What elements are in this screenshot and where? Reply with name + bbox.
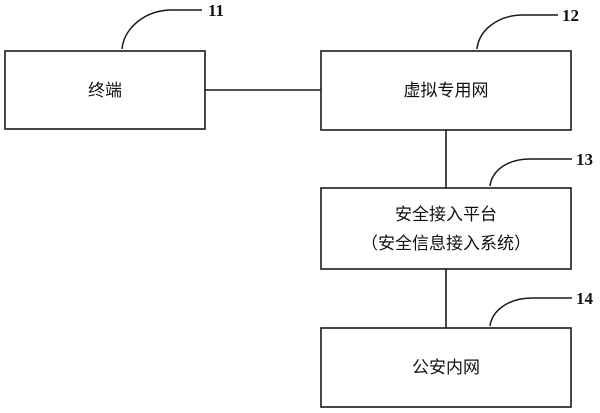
node-vpn-box (320, 50, 572, 131)
node-vpn-leader (476, 14, 558, 50)
node-access-platform-leader (489, 158, 572, 187)
node-public-security-intranet-label: 公安内网 (412, 358, 480, 378)
node-terminal-box (4, 50, 206, 130)
node-public-security-intranet: 公安内网 14 (320, 289, 594, 408)
node-vpn-ref: 12 (562, 6, 579, 25)
node-access-platform-box (320, 187, 572, 270)
node-access-platform: 安全接入平台 （安全信息接入系统） 13 (320, 150, 593, 270)
node-public-security-intranet-box (320, 327, 572, 408)
node-access-platform-ref: 13 (576, 150, 593, 169)
node-access-platform-label-line2: （安全信息接入系统） (361, 234, 531, 254)
node-access-platform-label-line1: 安全接入平台 (395, 205, 497, 225)
node-public-security-intranet-leader (489, 297, 572, 327)
node-terminal-label: 终端 (88, 81, 122, 101)
node-terminal-ref: 11 (208, 1, 224, 20)
node-public-security-intranet-ref: 14 (576, 289, 594, 308)
node-vpn-label: 虚拟专用网 (404, 81, 489, 101)
node-terminal: 终端 11 (4, 1, 224, 130)
node-vpn: 虚拟专用网 12 (320, 6, 579, 131)
node-terminal-leader (121, 9, 202, 50)
